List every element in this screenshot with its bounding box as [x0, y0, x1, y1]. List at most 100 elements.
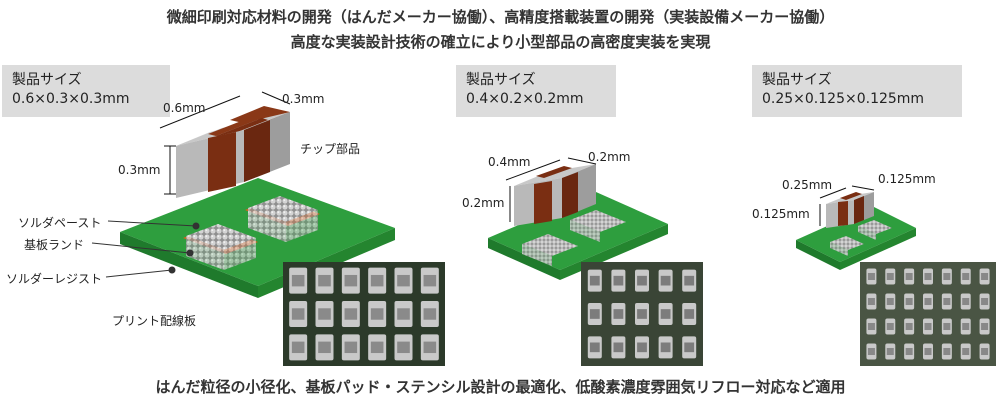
photo-chip-body: [370, 308, 384, 320]
photo-chip-body: [423, 308, 437, 320]
photo-chip-body: [867, 322, 875, 331]
solder-paste-panel-3: [830, 220, 892, 256]
photo-chip-body: [344, 308, 358, 320]
photo-chip-body: [397, 274, 410, 287]
size-title: 製品サイズ: [466, 72, 536, 88]
photo-chip-body: [637, 275, 647, 286]
photo-chip-body: [962, 347, 970, 356]
dim-height-label: 0.2mm: [462, 196, 505, 210]
photo-chip-body: [423, 341, 437, 354]
photo-chip-body: [637, 342, 647, 353]
photo-chip-body: [370, 341, 384, 354]
photo-chip-body: [397, 308, 410, 320]
dim-length-label: 0.6mm: [163, 101, 206, 115]
size-title: 製品サイズ: [12, 72, 82, 88]
photo-chip-body: [613, 275, 624, 286]
photo-chip-body: [962, 322, 970, 331]
photo-chip-body: [318, 274, 331, 287]
dim-height-label: 0.125mm: [752, 207, 810, 221]
photo-chip-body: [886, 322, 894, 331]
size-title: 製品サイズ: [762, 72, 832, 88]
photo-chip-body: [886, 272, 894, 281]
photo-chip-body: [684, 275, 695, 286]
dimension-lines-panel-1: [159, 91, 291, 195]
solder-resist-label: ソルダーレジスト: [6, 272, 103, 286]
photo-chip-body: [981, 297, 989, 306]
photo-chip-body: [867, 272, 875, 281]
footer-text: はんだ粒径の小径化、基板パッド・ステンシル設計の最適化、低酸素濃度雰囲気リフロー…: [155, 378, 846, 396]
chip-component-panel-1: [176, 106, 290, 198]
photo-chip-body: [886, 347, 894, 356]
pcb-label: プリント配線板: [112, 314, 197, 328]
photo-chip-body: [905, 297, 913, 306]
photo-chip-body: [318, 341, 331, 354]
dim-width-label: 0.125mm: [878, 172, 936, 186]
photo-chip-body: [589, 275, 600, 286]
photo-chip-body: [291, 308, 305, 320]
photo-chip-body: [370, 274, 384, 287]
chip-label: チップ部品: [300, 142, 361, 156]
photo-chip-body: [905, 347, 913, 356]
dim-width-label: 0.2mm: [588, 150, 631, 164]
photo-chip-body: [943, 347, 951, 356]
photo-chip-body: [397, 341, 410, 354]
photo-chip-body: [684, 342, 695, 353]
photo-chip-body: [981, 322, 989, 331]
header-line-2: 高度な実装設計技術の確立により小型部品の高密度実装を実現: [290, 33, 711, 51]
solder-paste-panel-2: [522, 210, 626, 266]
size-box-panel-2: 製品サイズ 0.4×0.2×0.2mm: [456, 65, 616, 117]
photo-chip-body: [684, 309, 695, 319]
photo-panel-1: [283, 262, 445, 366]
photo-chip-body: [660, 342, 671, 353]
photo-chip-body: [867, 297, 875, 306]
photo-chip-body: [589, 342, 600, 353]
photo-chip-body: [981, 272, 989, 281]
size-value: 0.6×0.3×0.3mm: [12, 91, 130, 107]
board-land-label: 基板ランド: [24, 238, 85, 252]
photo-chip-body: [962, 272, 970, 281]
photo-chip-body: [924, 272, 932, 281]
photo-chip-body: [924, 322, 932, 331]
photo-chip-body: [924, 297, 932, 306]
dim-length-label: 0.25mm: [782, 178, 833, 192]
photo-chip-body: [905, 322, 913, 331]
solder-paste-panel-1: [186, 196, 318, 270]
pcb-board-panel-3: [796, 206, 916, 270]
dimension-lines-panel-3: [819, 185, 875, 226]
header-line-1: 微細印刷対応材料の開発（はんだメーカー協働）、高精度搭載装置の開発（実装設備メー…: [166, 8, 835, 26]
size-box-panel-1: 製品サイズ 0.6×0.3×0.3mm: [2, 65, 170, 117]
photo-chip-body: [660, 275, 671, 286]
photo-chip-body: [613, 309, 624, 319]
photo-chip-body: [905, 272, 913, 281]
photo-chip-body: [637, 309, 647, 319]
photo-chip-body: [344, 274, 358, 287]
photo-chip-body: [344, 341, 358, 354]
photo-chip-body: [589, 309, 600, 319]
photo-chip-body: [886, 297, 894, 306]
photo-chip-body: [943, 272, 951, 281]
photo-chip-body: [318, 308, 331, 320]
photo-chip-body: [660, 309, 671, 319]
dim-length-label: 0.4mm: [488, 155, 531, 169]
photo-chip-body: [924, 347, 932, 356]
photo-chip-body: [943, 322, 951, 331]
photo-chip-body: [613, 342, 624, 353]
photo-chip-body: [291, 341, 305, 354]
photo-chip-body: [291, 274, 305, 287]
photo-chip-body: [981, 347, 989, 356]
photo-chip-body: [962, 297, 970, 306]
photo-chip-body: [867, 347, 875, 356]
photo-chip-body: [423, 274, 437, 287]
size-box-panel-3: 製品サイズ 0.25×0.125×0.125mm: [752, 65, 962, 117]
chip-component-panel-3: [826, 192, 874, 228]
photo-chip-body: [943, 297, 951, 306]
callout-lines-panel-1: [91, 220, 200, 278]
dim-width-label: 0.3mm: [282, 92, 325, 106]
chip-component-panel-2: [514, 164, 596, 226]
size-value: 0.4×0.2×0.2mm: [466, 91, 584, 107]
size-value: 0.25×0.125×0.125mm: [762, 91, 925, 107]
solder-paste-label: ソルダペースト: [18, 216, 102, 230]
dim-height-label: 0.3mm: [118, 163, 161, 177]
dimension-lines-panel-2: [505, 157, 597, 222]
